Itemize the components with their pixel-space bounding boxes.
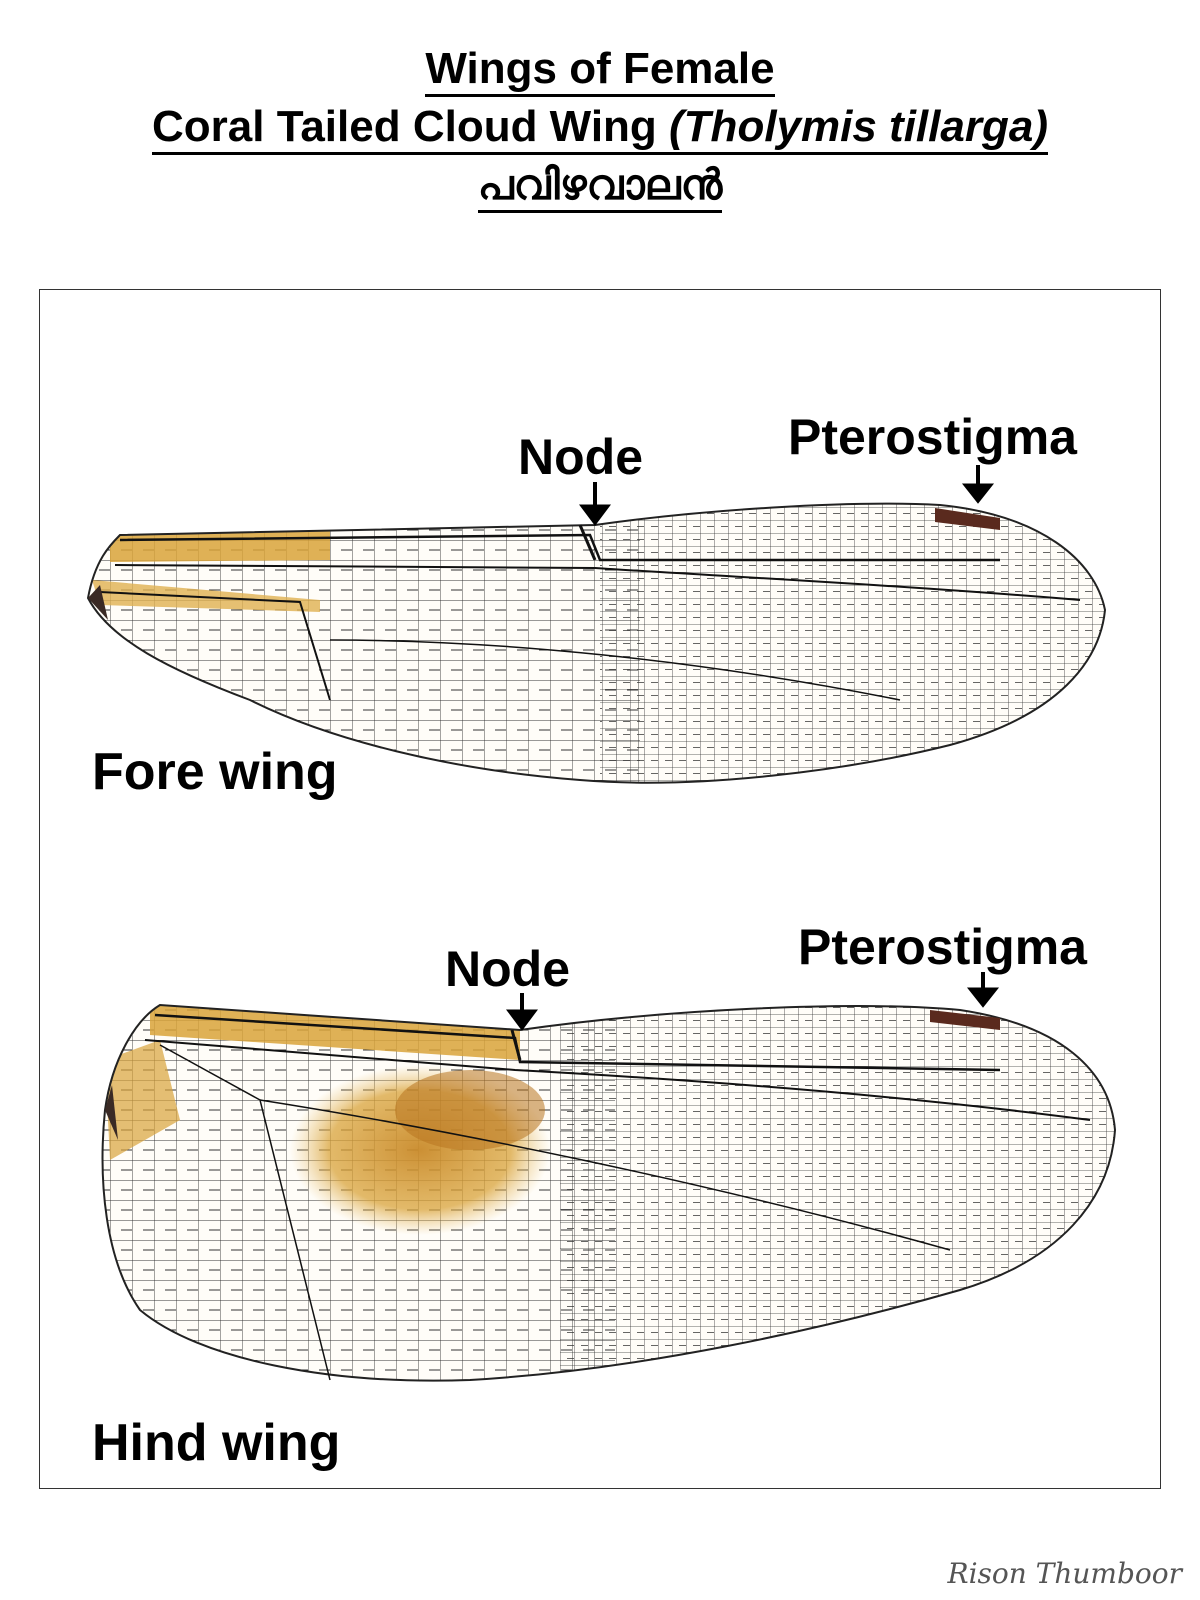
title-block: Wings of Female Coral Tailed Cloud Wing …	[0, 40, 1200, 214]
title-line-2: Coral Tailed Cloud Wing (Tholymis tillar…	[0, 98, 1200, 156]
fore-pterostigma-arrowhead	[961, 483, 995, 504]
fore-node-label: Node	[518, 429, 643, 485]
common-name: Coral Tailed Cloud Wing	[152, 102, 657, 151]
title-line-3: പവിഴവാലൻ	[0, 156, 1200, 214]
hind-wing-label: Hind wing	[92, 1414, 341, 1472]
scientific-name: (Tholymis tillarga)	[669, 102, 1048, 151]
hind-node-label: Node	[445, 941, 570, 997]
fore-pterostigma-label: Pterostigma	[788, 409, 1077, 465]
fore-wing-label: Fore wing	[92, 743, 338, 801]
malayalam-name: പവിഴവാലൻ	[477, 160, 723, 213]
hind-pterostigma-mark	[930, 1010, 1000, 1030]
hind-wing	[101, 1003, 1117, 1382]
watermark-signature: Rison Thumboor	[947, 1557, 1182, 1590]
fore-node-arrowhead	[579, 504, 611, 526]
hind-pterostigma-arrowhead	[966, 987, 1000, 1008]
hind-node-arrowhead	[506, 1009, 538, 1031]
title-line-1: Wings of Female	[0, 40, 1200, 98]
callout-arrows	[506, 465, 1000, 1031]
diagram-frame	[39, 289, 1161, 1489]
title-text-1: Wings of Female	[425, 44, 775, 97]
fore-pterostigma-mark	[935, 508, 1000, 530]
hind-pterostigma-label: Pterostigma	[798, 919, 1087, 975]
